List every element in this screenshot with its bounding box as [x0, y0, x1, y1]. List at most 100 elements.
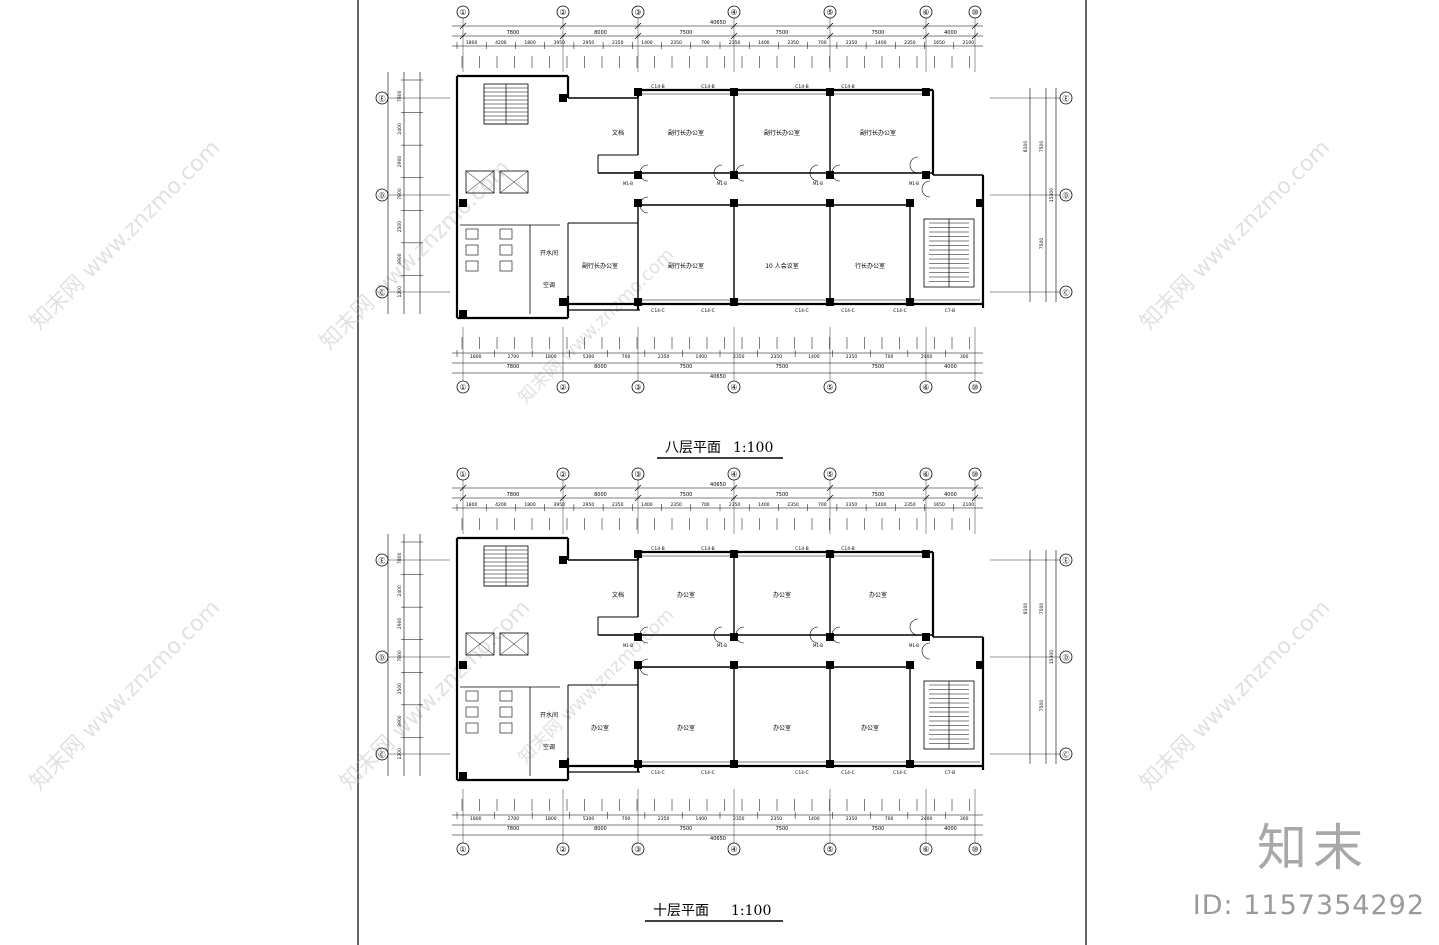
door-swing — [713, 164, 723, 174]
window-tag: C14-B — [795, 84, 808, 90]
dim-bay: 7500 — [872, 492, 885, 498]
axis-label: Ⓓ — [1063, 192, 1070, 200]
door-tag: M1-B — [813, 181, 823, 186]
dim-total: 40650 — [710, 374, 726, 380]
dim-sub: 700 — [885, 816, 894, 822]
door-tag: M1-B — [813, 643, 823, 648]
axis-label: ③ — [634, 470, 641, 479]
dim-bay: 7800 — [507, 826, 520, 832]
axis-label: ③ — [634, 845, 641, 854]
dim-vertical: 2500 — [397, 683, 403, 695]
window-tag: C14-C — [841, 308, 855, 314]
dim-bay: 7500 — [680, 492, 693, 498]
door-swing — [639, 626, 649, 636]
dim-sub: 1400 — [808, 816, 820, 822]
dim-bay: 8000 — [594, 30, 607, 36]
window-tag: C14-C — [795, 308, 809, 314]
dim-vertical: 2500 — [397, 221, 403, 233]
column — [826, 199, 834, 207]
toilet-stall — [465, 244, 479, 256]
window-tag: C14-C — [841, 770, 855, 776]
dim-bay: 4000 — [944, 30, 957, 36]
column — [459, 661, 467, 669]
dim-vertical: 15300 — [1049, 188, 1055, 202]
dim-sub: 700 — [818, 40, 827, 46]
dim-sub: 1400 — [641, 40, 653, 46]
dim-sub: 2400 — [921, 354, 933, 360]
axis-label: ④ — [730, 845, 737, 854]
axis-label: ① — [459, 383, 466, 392]
door-swing — [831, 172, 841, 182]
dim-sub: 700 — [622, 354, 631, 360]
dim-sub: 5300 — [583, 354, 595, 360]
dim-tick — [459, 22, 467, 30]
dim-bay: 8000 — [594, 826, 607, 832]
plan-title-10: 十层平面 — [653, 903, 709, 919]
column — [826, 661, 834, 669]
dim-tick — [634, 484, 642, 492]
dim-sub: 1800 — [545, 354, 557, 360]
axis-label: ⑩ — [971, 383, 978, 392]
dim-sub: 700 — [885, 354, 894, 360]
door-swing — [735, 634, 745, 644]
dim-vertical: 7800 — [397, 650, 403, 662]
toilet-stall — [499, 722, 513, 734]
window-tag: C14-B — [795, 546, 808, 552]
dim-bay: 8000 — [594, 364, 607, 370]
door-swing — [831, 626, 841, 636]
dim-sub: 2350 — [729, 502, 741, 508]
dim-tick — [459, 32, 467, 40]
column — [459, 199, 467, 207]
dim-tick — [634, 22, 642, 30]
dim-vertical: 7500 — [1039, 603, 1045, 615]
dim-vertical: 1200 — [397, 286, 403, 298]
door-tag: M1-B — [909, 643, 919, 648]
room-label: 办公室 — [677, 591, 695, 599]
dim-tick — [559, 32, 567, 40]
room-label: 行长办公室 — [855, 262, 885, 270]
door-swing — [639, 204, 649, 214]
door-swing — [713, 626, 723, 636]
dim-bay: 7800 — [507, 30, 520, 36]
toilet-stall — [465, 690, 479, 702]
dim-vertical: 2900 — [397, 156, 403, 168]
image-id-label: ID: 1157354292 — [1192, 890, 1425, 921]
column — [826, 760, 834, 768]
axis-label: ④ — [730, 383, 737, 392]
axis-label: Ⓔ — [1063, 557, 1070, 565]
dim-tick — [826, 32, 834, 40]
dim-sub: 2700 — [508, 354, 520, 360]
dim-sub: 2350 — [846, 502, 858, 508]
dim-vertical: 3900 — [397, 253, 403, 265]
axis-label: Ⓒ — [1063, 751, 1070, 759]
dim-sub: 5300 — [583, 816, 595, 822]
dim-sub: 2350 — [904, 502, 916, 508]
room-label: 空调 — [543, 743, 555, 751]
elevator — [465, 632, 495, 656]
dim-sub: 2400 — [921, 816, 933, 822]
dim-sub: 2350 — [846, 354, 858, 360]
axis-label: ⑤ — [826, 470, 833, 479]
dim-bay: 4000 — [944, 492, 957, 498]
window-tag: C14-C — [795, 770, 809, 776]
axis-label: Ⓔ — [379, 557, 386, 565]
room-label: 文档 — [612, 129, 624, 137]
door-swing — [921, 188, 931, 198]
dim-sub: 1400 — [758, 40, 770, 46]
dim-tick — [730, 32, 738, 40]
dim-bay: 7500 — [680, 826, 693, 832]
column — [730, 661, 738, 669]
dim-sub: 2100 — [963, 40, 975, 46]
dim-sub: 700 — [701, 502, 710, 508]
dim-tick — [459, 484, 467, 492]
axis-label: Ⓓ — [379, 654, 386, 662]
axis-label: ② — [559, 470, 566, 479]
column — [730, 550, 738, 558]
axis-label: ③ — [634, 8, 641, 17]
dim-sub: 1400 — [758, 502, 770, 508]
elevator-cross — [465, 170, 495, 194]
dim-sub: 2350 — [658, 354, 670, 360]
dim-tick — [922, 22, 930, 30]
dim-sub: 700 — [622, 816, 631, 822]
dim-vertical: 8100 — [1023, 141, 1029, 153]
